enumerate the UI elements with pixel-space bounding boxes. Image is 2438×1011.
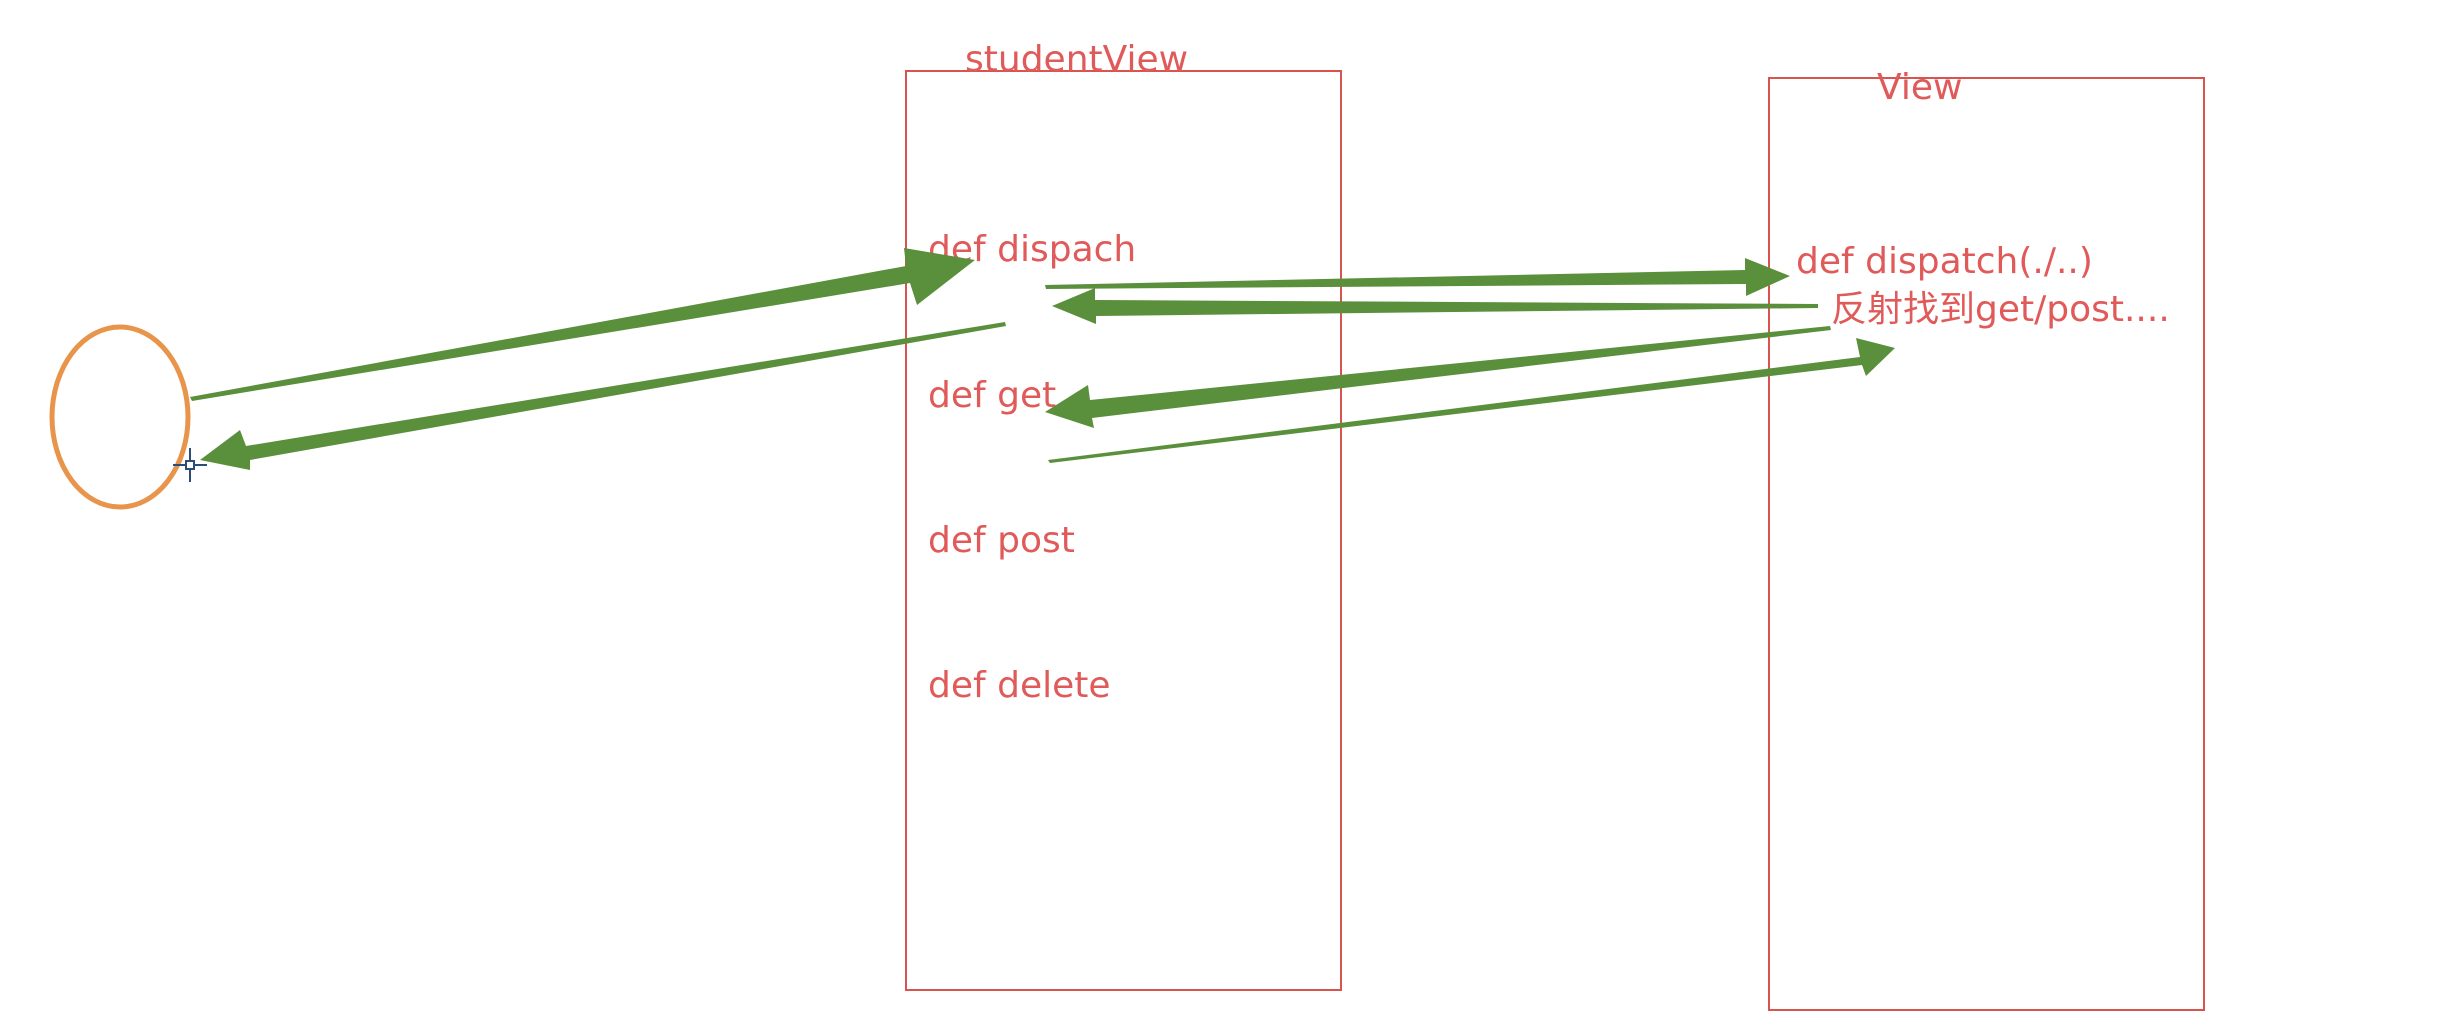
client-circle <box>49 324 191 510</box>
arrow-reflection-to-get <box>1045 326 1831 428</box>
view-reflection-note: 反射找到get/post.... <box>1831 289 2170 330</box>
arrow-get-to-reflection <box>1048 338 1895 463</box>
crosshair-cursor-icon <box>173 448 207 482</box>
student-method-get: def get <box>928 375 1057 416</box>
student-view-title: studentView <box>965 39 1189 80</box>
arrow-client-to-dispach <box>190 248 975 401</box>
view-method-dispatch: def dispatch(./..) <box>1796 241 2093 282</box>
student-method-delete: def delete <box>928 665 1111 706</box>
student-view-box <box>905 70 1342 991</box>
arrow-return-to-client <box>200 322 1006 470</box>
student-method-post: def post <box>928 520 1075 561</box>
arrow-dispach-to-dispatch <box>1045 258 1790 296</box>
arrow-dispatch-return <box>1052 288 1818 324</box>
view-title: View <box>1877 67 1963 108</box>
